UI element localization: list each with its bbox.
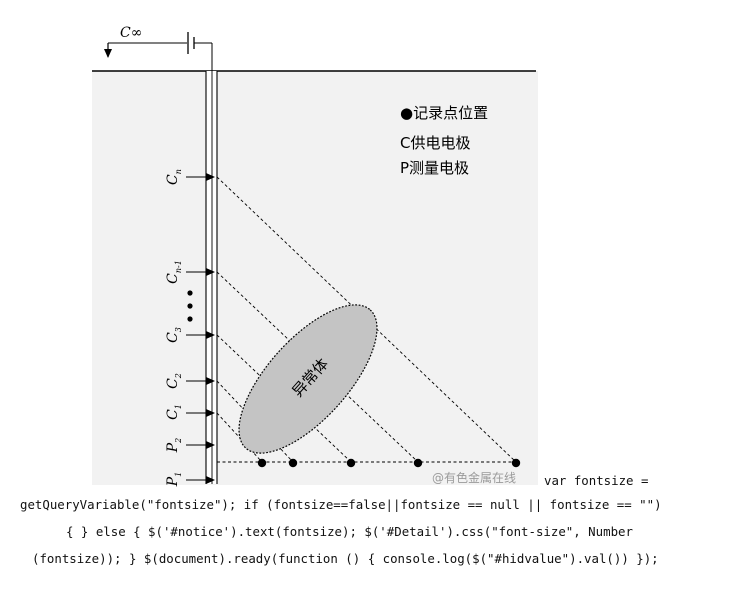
code-text-line-4: (fontsize)); } $(document).ready(functio…	[32, 551, 659, 566]
electrode-label-p1: P1	[165, 472, 183, 488]
record-point	[257, 458, 267, 468]
code-text-line-3: { } else { $('#notice').text(fontsize); …	[66, 524, 633, 539]
infinity-electrode: C∞	[104, 25, 213, 71]
record-point	[413, 458, 423, 468]
legend-measure-electrode: P测量电极	[400, 159, 469, 177]
record-point	[346, 458, 356, 468]
legend: ●记录点位置 C供电电极 P测量电极	[400, 104, 488, 177]
ellipsis-dot	[187, 316, 193, 322]
electrode-label-p2: P2	[165, 438, 183, 454]
electrode-label-cn-1: Cn-1	[165, 260, 183, 284]
record-point	[511, 458, 521, 468]
anomaly-body	[238, 304, 378, 454]
code-text-line-1: var fontsize =	[544, 473, 649, 488]
ground-surface-fill	[92, 20, 538, 71]
legend-supply-electrode: C供电电极	[400, 134, 470, 152]
ray-path-cn	[216, 176, 517, 463]
borehole	[205, 71, 218, 484]
legend-record-point: ●记录点位置	[400, 104, 488, 122]
electrode-label-c2: C2	[165, 373, 183, 389]
borehole-fill	[206, 71, 217, 484]
record-point	[288, 458, 298, 468]
electrode-label-c1: C1	[165, 404, 183, 420]
watermark: @有色金属在线	[432, 470, 516, 485]
infinity-label: C∞	[120, 25, 142, 41]
electrode-label-c3: C3	[165, 327, 183, 343]
ellipsis-dot	[187, 290, 193, 296]
ellipsis-dot	[187, 303, 193, 309]
electrode-label-cn: Cn	[165, 169, 183, 185]
code-text-line-2: getQueryVariable("fontsize"); if (fontsi…	[20, 497, 662, 512]
